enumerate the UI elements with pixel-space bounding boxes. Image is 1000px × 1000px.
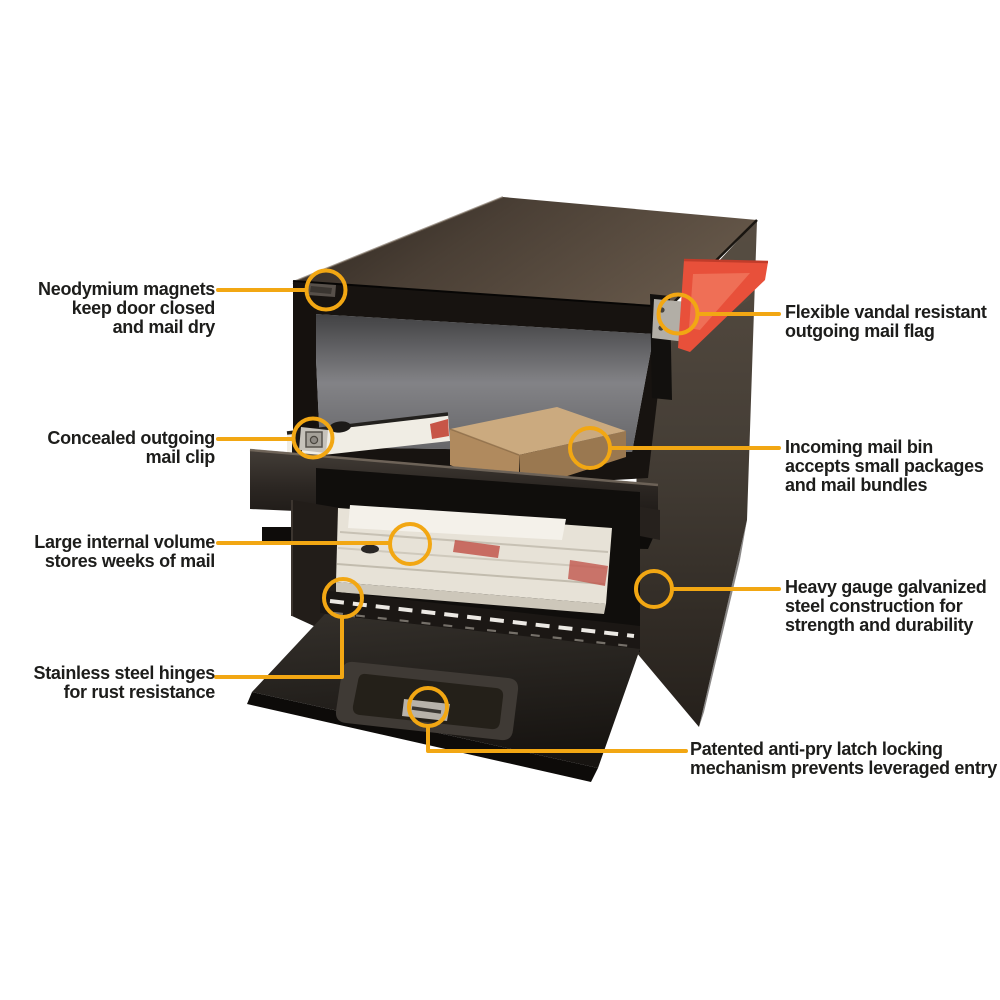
label-line: Neodymium magnets: [38, 279, 215, 299]
callout-label-volume: Large internal volume stores weeks of ma…: [34, 533, 215, 571]
label-line: Concealed outgoing: [47, 428, 215, 448]
callout-label-steel: Heavy gauge galvanized steel constructio…: [785, 577, 987, 635]
callout-label-mail-clip: Concealed outgoing mail clip: [47, 429, 215, 467]
callout-label-flag: Flexible vandal resistant outgoing mail …: [785, 303, 987, 341]
label-line: steel construction for: [785, 596, 963, 616]
magnet-plate: [307, 283, 336, 297]
callout-label-magnets: Neodymium magnets keep door closed and m…: [38, 280, 215, 337]
label-line: Incoming mail bin: [785, 437, 933, 457]
label-line: outgoing mail flag: [785, 321, 935, 341]
mailbox-top-face: [293, 197, 757, 308]
newspaper-stack: [336, 505, 612, 614]
bottom-door-open: [247, 614, 640, 782]
label-line: stores weeks of mail: [44, 551, 215, 571]
label-line: Flexible vandal resistant: [785, 302, 987, 322]
mailbox-body: [247, 196, 769, 782]
label-line: Large internal volume: [34, 532, 215, 552]
callout-overlay: [214, 268, 781, 753]
callout-label-mail-bin: Incoming mail bin accepts small packages…: [785, 438, 984, 495]
label-line: for rust resistance: [63, 682, 216, 702]
label-line: keep door closed: [71, 298, 216, 318]
label-line: and mail bundles: [785, 475, 928, 495]
label-line: Patented anti-pry latch locking: [690, 739, 943, 759]
callout-line-latch: [426, 725, 688, 753]
label-line: strength and durability: [785, 615, 974, 635]
label-line: mail clip: [145, 447, 216, 467]
label-line: Stainless steel hinges: [33, 663, 216, 683]
label-line: Heavy gauge galvanized: [785, 577, 987, 597]
label-line: mechanism prevents leveraged entry: [690, 758, 997, 778]
mail-flag-assembly: [650, 258, 769, 400]
callout-label-hinges: Stainless steel hinges for rust resistan…: [33, 663, 216, 702]
label-line: accepts small packages: [785, 456, 984, 476]
outgoing-mail-clip: [292, 427, 328, 454]
callout-label-latch: Patented anti-pry latch locking mechanis…: [690, 740, 997, 778]
label-line: and mail dry: [112, 317, 216, 337]
callout-line-hinge: [214, 616, 344, 679]
